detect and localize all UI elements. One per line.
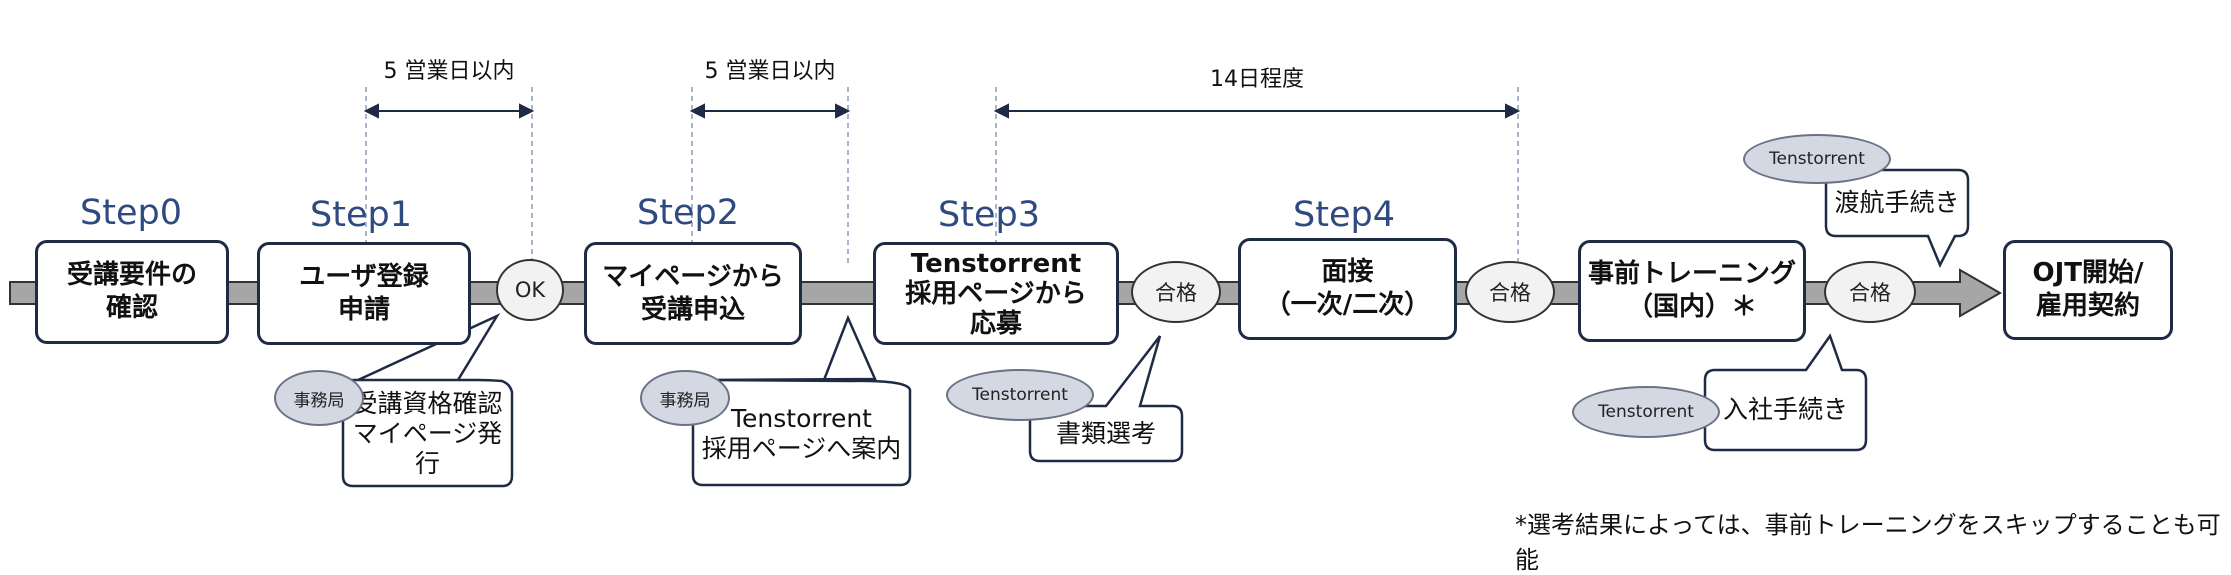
step-box-1-line-1: ユーザ登録 xyxy=(299,261,429,292)
pre-training-line-1: 事前トレーニング xyxy=(1587,259,1796,289)
callout-3-line-1: 書類選考 xyxy=(1055,419,1156,448)
callout-text-1: 受講資格確認 マイページ発行 xyxy=(343,385,512,483)
pre-training-line-2: （国内）＊ xyxy=(1626,292,1757,322)
callout-1-line-2: マイページ発行 xyxy=(352,419,503,478)
step-box-4-line-1: 面接 xyxy=(1321,257,1374,287)
step-label-1: Step1 xyxy=(310,195,412,235)
callout-text-2: Tenstorrent 採用ページへ案内 xyxy=(693,385,910,483)
step-box-0-line-1: 受講要件の xyxy=(66,260,197,290)
callout-2-line-1: Tenstorrent xyxy=(731,404,872,433)
callout-bubbles xyxy=(341,168,1970,488)
actor-tenstorrent-3: Tenstorrent xyxy=(1743,134,1891,184)
callout-2-line-2: 採用ページへ案内 xyxy=(701,434,902,463)
step-box-3-line-3: 応募 xyxy=(969,308,1022,339)
pre-training-box: 事前トレーニング （国内）＊ xyxy=(1578,240,1806,342)
step-box-3-line-1: Tenstorrent xyxy=(910,248,1082,279)
callout-4-line-1: 入社手続き xyxy=(1722,395,1848,424)
duration-label-2: 5 営業日以内 xyxy=(704,59,836,84)
step-label-4: Step4 xyxy=(1293,195,1395,235)
duration-label-1: 5 営業日以内 xyxy=(383,59,515,84)
step-box-3-line-2: 採用ページから xyxy=(905,278,1087,309)
step-box-2-line-2: 受講申込 xyxy=(640,294,745,325)
step-label-2: Step2 xyxy=(637,193,739,233)
step-box-2: マイページから 受講申込 xyxy=(584,242,802,345)
duration-guides xyxy=(365,87,1519,265)
checkpoint-pass-3: 合格 xyxy=(1824,261,1916,323)
checkpoint-pass-1: 合格 xyxy=(1131,261,1221,323)
callout-5-line-1: 渡航手続き xyxy=(1834,188,1960,217)
actor-tenstorrent-1: Tenstorrent xyxy=(946,369,1094,421)
actor-office-1: 事務局 xyxy=(274,370,364,426)
step-box-3: Tenstorrent 採用ページから 応募 xyxy=(873,242,1119,345)
step-box-0-line-2: 確認 xyxy=(105,293,158,323)
step-box-1: ユーザ登録 申請 xyxy=(257,242,471,345)
checkpoint-pass-2: 合格 xyxy=(1465,261,1555,323)
actor-office-2: 事務局 xyxy=(640,370,730,426)
callout-1-line-1: 受講資格確認 xyxy=(352,389,503,418)
ojt-start-box: OJT開始/ 雇用契約 xyxy=(2003,240,2173,340)
step-box-4-line-2: （一次/二次） xyxy=(1264,290,1431,320)
actor-tenstorrent-2: Tenstorrent xyxy=(1572,386,1720,438)
callout-text-4: 入社手続き xyxy=(1705,372,1866,448)
step-label-0: Step0 xyxy=(80,193,182,233)
step-box-4: 面接 （一次/二次） xyxy=(1238,238,1457,340)
duration-arrows xyxy=(363,103,1521,119)
step-box-1-line-2: 申請 xyxy=(337,294,390,325)
ojt-start-line-1: OJT開始/ xyxy=(2032,258,2144,288)
step-box-0: 受講要件の 確認 xyxy=(35,240,229,344)
step-box-2-line-1: マイページから xyxy=(602,261,784,292)
checkpoint-ok: OK xyxy=(496,259,564,321)
callout-text-3: 書類選考 xyxy=(1030,408,1182,460)
ojt-start-line-2: 雇用契約 xyxy=(2035,291,2140,321)
duration-label-3: 14日程度 xyxy=(1210,67,1304,92)
footnote: *選考結果によっては、事前トレーニングをスキップすることも可能 xyxy=(1515,511,2221,574)
callout-bubble-4 xyxy=(1703,333,1868,452)
callout-text-5: 渡航手続き xyxy=(1826,172,1968,234)
step-label-3: Step3 xyxy=(938,195,1040,235)
